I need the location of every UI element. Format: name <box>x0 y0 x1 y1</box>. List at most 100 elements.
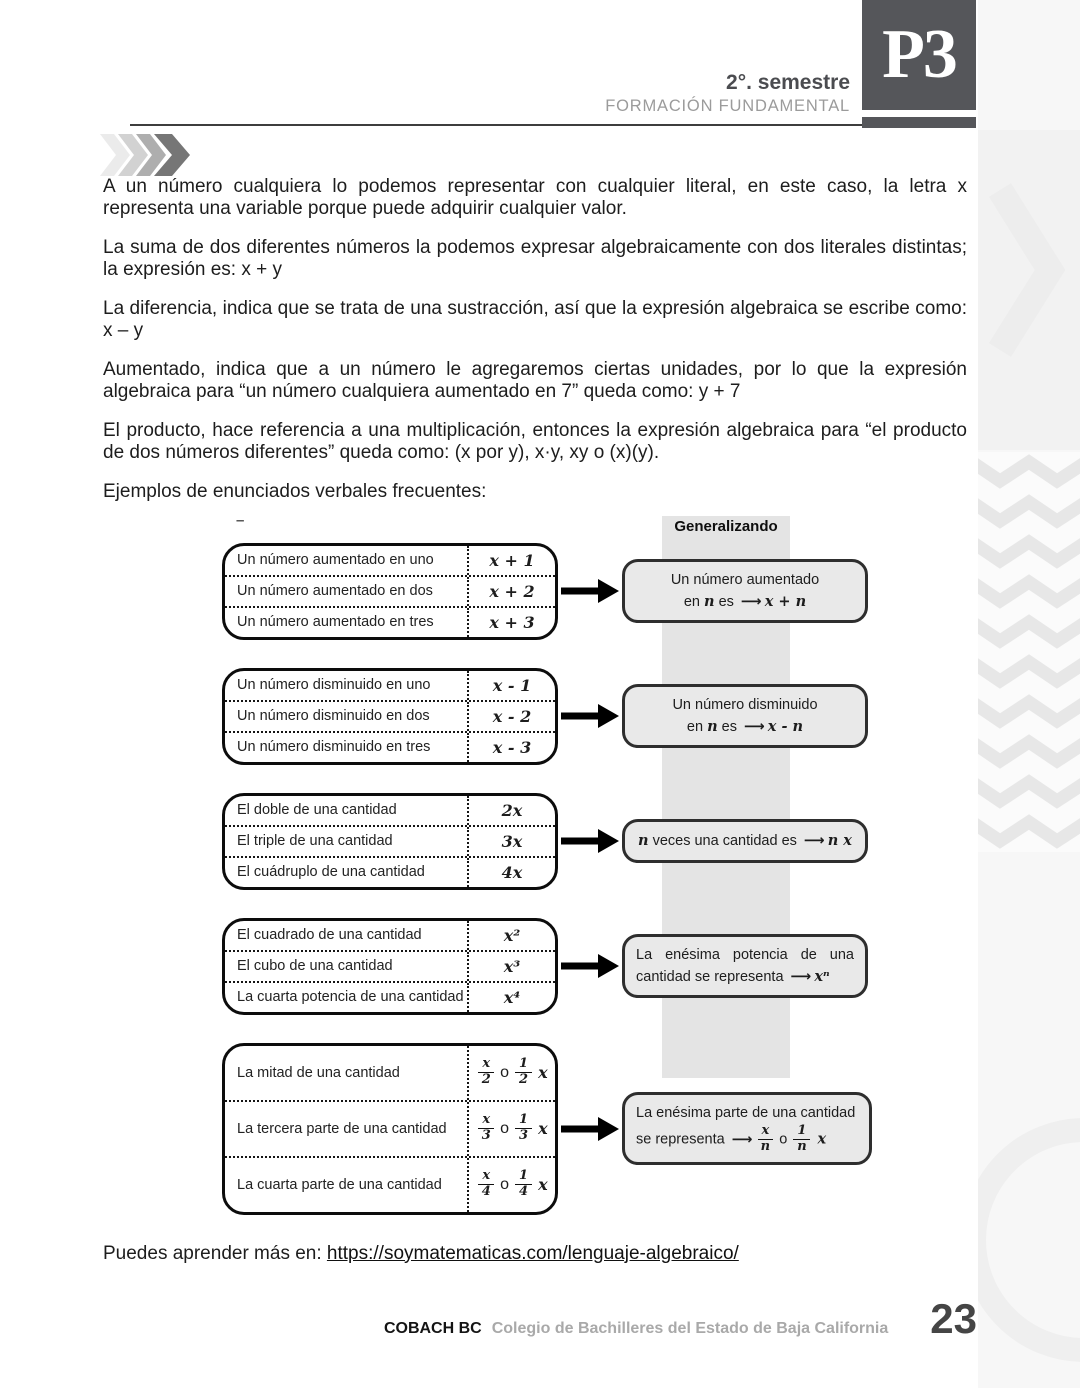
long-arrow-icon: ⟶ <box>740 594 762 610</box>
program-label: FORMACIÓN FUNDAMENTAL <box>605 97 850 115</box>
footer-brand: COBACH BC <box>383 1320 482 1337</box>
algebraic-expression: x + 2 <box>467 576 555 606</box>
generalization-line: en n es ⟶x + n <box>636 591 854 613</box>
expression-label: Un número aumentado en dos <box>237 583 433 599</box>
math-token: x + 3 <box>489 612 535 632</box>
long-arrow-icon: ⟶ <box>803 832 825 849</box>
algebraic-expression: x - 2 <box>467 701 555 731</box>
intro-paragraph: La suma de dos diferentes números la pod… <box>103 237 967 280</box>
expression-row: Un número aumentado en dos x + 2 <box>225 574 555 606</box>
math-token: x + 1 <box>489 550 535 570</box>
chevron-arrows-icon <box>100 134 200 181</box>
arrow <box>561 828 619 854</box>
algebraic-expression: x + 3 <box>467 607 555 637</box>
math-token: x + n <box>764 593 807 610</box>
generalization-line: en n es ⟶x - n <box>636 716 854 738</box>
learn-more-link[interactable]: https://soymatematicas.com/lenguaje-alge… <box>326 1242 739 1264</box>
math-token: x² <box>503 925 521 945</box>
header-rule <box>130 124 862 126</box>
math-token: x - 1 <box>492 675 532 695</box>
algebraic-expression: x³ <box>467 951 555 981</box>
math-token: xⁿ <box>814 968 830 985</box>
math-token: x³ <box>503 956 521 976</box>
math-token: x - n <box>767 718 804 735</box>
text-token: o <box>500 1175 510 1193</box>
algebraic-expression: x⁴ <box>467 982 555 1012</box>
text-token: en <box>686 719 708 735</box>
expression-row: Un número disminuido en tres x - 3 <box>225 730 555 762</box>
math-token: 3x <box>501 831 523 851</box>
math-token: n x <box>827 831 852 849</box>
algebraic-expression: x - 1 <box>467 670 555 700</box>
stray-mark: – <box>236 511 245 529</box>
decorative-strip <box>962 0 1080 1388</box>
algebraic-expression: x - 3 <box>467 732 555 762</box>
expression-label: La cuarta parte de una cantidad <box>237 1176 442 1193</box>
verbal-expressions-box: El doble de una cantidad 2x El triple de u… <box>222 792 558 890</box>
expression-label: El cuadrado de una cantidad <box>237 927 422 943</box>
text-token: o <box>500 1063 510 1081</box>
generalization-line: n veces una cantidad es ⟶n x <box>636 830 854 852</box>
algebraic-expression: 4x <box>467 857 555 887</box>
math-token: n <box>704 593 715 610</box>
math-token: x - 3 <box>492 737 532 757</box>
math-token: x + 2 <box>489 581 535 601</box>
intro-paragraph: El producto, hace referencia a una multi… <box>103 420 967 463</box>
math-token: x <box>538 1063 548 1082</box>
text-token: Un número disminuido <box>672 696 818 713</box>
algebraic-expression: x + 1 <box>467 545 555 575</box>
page-footer: COBACH BC Colegio de Bachilleres del Est… <box>103 1298 977 1340</box>
text-token: Un número aumentado <box>670 571 820 588</box>
expression-label: El doble de una cantidad <box>237 802 397 818</box>
expression-label: Un número disminuido en tres <box>237 739 431 755</box>
semester-label: 2°. semestre <box>726 71 850 94</box>
arrow-right-icon <box>561 829 619 853</box>
generalization-box: n veces una cantidad es ⟶n x <box>622 819 868 863</box>
arrow-right-icon <box>561 954 619 978</box>
text-token: o <box>775 1131 792 1148</box>
intro-paragraph: Aumentado, indica que a un número le agr… <box>103 359 967 402</box>
footer-institution: Colegio de Bachilleres del Estado de Baj… <box>491 1320 889 1337</box>
diagram-group: El cuadrado de una cantidad x² El cubo de … <box>222 917 872 1015</box>
generalizing-label: Generalizando <box>674 517 778 535</box>
expression-row: El cuadrado de una cantidad x² <box>225 920 555 950</box>
math-token: 4x <box>501 862 523 882</box>
math-token: 2x <box>501 800 523 820</box>
expression-label: La cuarta potencia de una cantidad <box>237 989 464 1005</box>
math-token: x <box>538 1119 548 1138</box>
page-number: 23 <box>930 1295 977 1342</box>
expression-label: El triple de una cantidad <box>237 833 393 849</box>
expression-row: El doble de una cantidad 2x <box>225 795 555 825</box>
text-token: se representa <box>636 1131 729 1148</box>
arrow-right-icon <box>561 704 619 728</box>
intro-paragraph: A un número cualquiera lo podemos repres… <box>103 176 967 219</box>
long-arrow-icon: ⟶ <box>743 719 765 735</box>
algebraic-expression: 2x <box>467 795 555 825</box>
algebraic-expression: 3x <box>467 826 555 856</box>
learn-more-text: Puedes aprender más en: <box>103 1242 327 1264</box>
math-token: x - 2 <box>492 706 532 726</box>
main-content: A un número cualquiera lo podemos repres… <box>103 176 967 1282</box>
math-token: x <box>538 1175 548 1194</box>
